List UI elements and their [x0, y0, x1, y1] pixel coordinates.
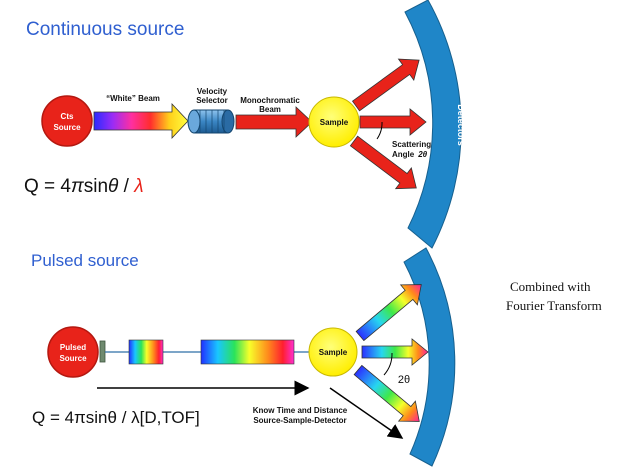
cts-source [41, 95, 93, 147]
continuous-formula: Q = 4πsinθ / λ [24, 176, 144, 197]
cts-source-label-2: Source [53, 123, 81, 132]
detectors-label-pulsed: Detectors [454, 334, 464, 376]
pulsed-angle-label: 2θ [398, 374, 410, 386]
scattering-label-1: Scattering [392, 140, 431, 149]
mono-label-1: Monochromatic [240, 96, 300, 105]
time-arrow-diagonal [329, 387, 404, 439]
pulsed-arrow-down [353, 364, 420, 422]
cts-source-label-1: Cts [61, 112, 74, 121]
detectors-arc-pulsed [403, 247, 456, 467]
sample-continuous [308, 96, 360, 148]
side-note-line-2: Fourier Transform [506, 298, 602, 313]
sample-pulsed [308, 327, 358, 377]
pulsed-arrow-straight [361, 338, 429, 366]
detectors-arc-continuous [404, 0, 462, 249]
sample-label-pulsed: Sample [319, 348, 348, 357]
chopper-slit [99, 340, 106, 363]
know-time-label-2: Source-Sample-Detector [253, 416, 346, 425]
scattered-arrow-down [349, 135, 417, 190]
detectors-label-continuous: Detectors [456, 104, 466, 146]
pulsed-source-label-1: Pulsed [60, 343, 86, 352]
velocity-selector-label-2: Selector [196, 96, 228, 105]
mono-label-2: Beam [259, 105, 281, 114]
velocity-selector [187, 109, 235, 134]
know-time-label-1: Know Time and Distance [253, 406, 348, 415]
continuous-heading: Continuous source [26, 19, 184, 40]
sample-label-continuous: Sample [320, 118, 349, 127]
pulsed-arrow-up [355, 284, 422, 342]
scattering-angle-arc [376, 121, 383, 140]
scattered-arrow-straight [359, 108, 427, 136]
pulse-packet-short [128, 339, 164, 365]
white-beam-label: “White” Beam [106, 94, 160, 103]
pulsed-source-label-2: Source [59, 354, 87, 363]
pulse-packet-long [200, 339, 295, 365]
velocity-selector-label-1: Velocity [197, 87, 228, 96]
monochromatic-beam-arrow [235, 106, 313, 138]
scattered-arrow-up [351, 58, 420, 112]
pulsed-formula: Q = 4πsinθ / λ[D,TOF] [32, 408, 200, 427]
side-note-line-1: Combined with [510, 279, 591, 294]
pulsed-heading: Pulsed source [31, 251, 139, 270]
pulsed-angle-arc [383, 352, 393, 376]
white-beam-arrow [93, 102, 189, 140]
pulsed-source [47, 326, 99, 378]
